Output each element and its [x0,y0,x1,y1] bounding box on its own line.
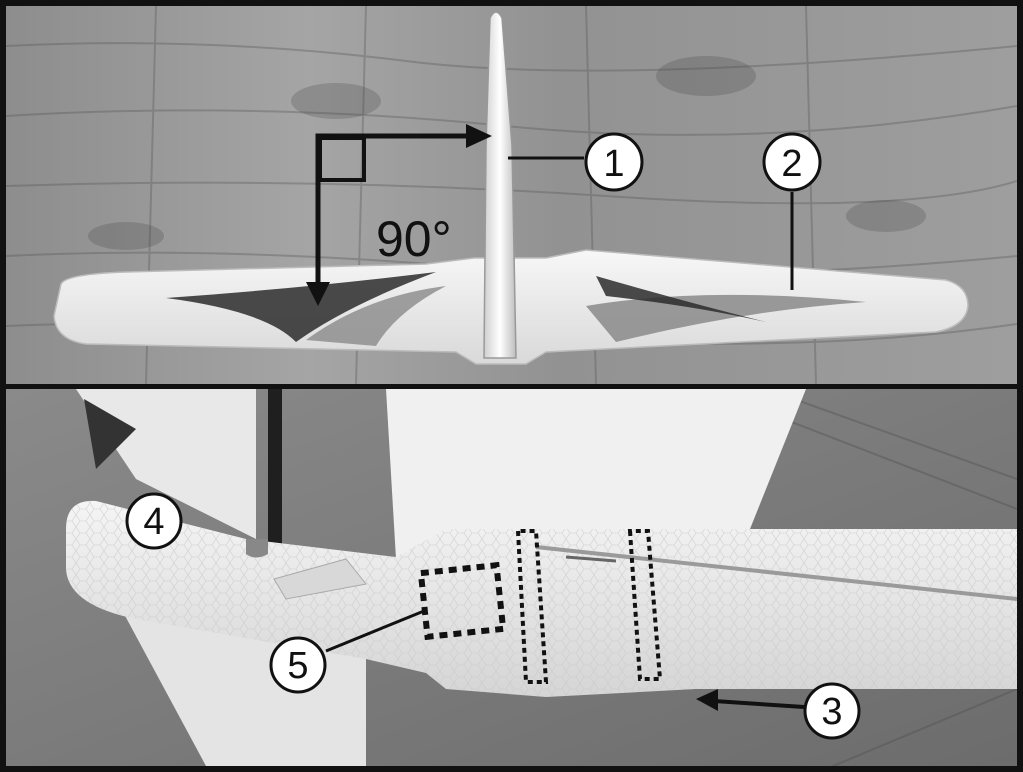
callout-4: 4 [125,492,183,550]
stabilizer-underside [266,389,806,559]
vertical-fin [483,11,517,359]
tail-assembly-photo: 90° 1 2 [6,6,1017,384]
stripe-left-mid [306,286,446,346]
right-angle-indicator [306,124,492,306]
pushrod [535,545,1017,601]
rudder-decal [84,399,136,469]
control-horn [273,558,367,600]
stripe-right-mid [586,294,866,342]
angle-label: 90° [376,211,452,267]
callout-3-label: 3 [821,691,842,733]
fuselage-tail-photo: 4 5 3 [6,389,1017,766]
top-photo-panel: 90° 1 2 [6,6,1017,384]
callout-1: 1 [508,132,644,192]
callout-4-label: 4 [143,501,164,543]
bottom-photo-panel: 4 5 3 [6,389,1017,766]
callout-1-label: 1 [603,143,624,185]
callout-2-label: 2 [781,143,802,185]
tape-bands [515,529,663,684]
callout-2: 2 [762,132,822,290]
callout-5: 5 [269,609,425,694]
callout-5-label: 5 [287,645,308,687]
callout-3: 3 [696,682,861,740]
wood-knots [88,56,926,250]
stripe-left-dark [166,272,436,342]
